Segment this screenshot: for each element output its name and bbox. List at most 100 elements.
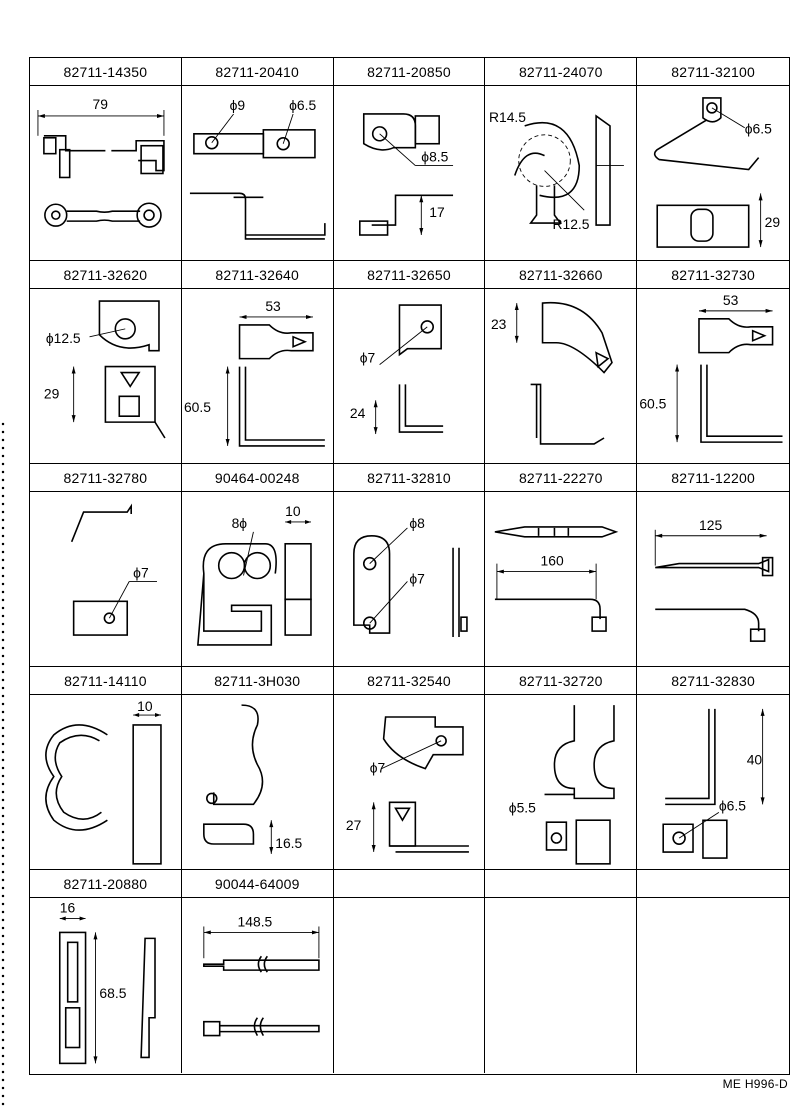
- dimension-label: 24: [349, 405, 365, 421]
- dimension-label: 148.5: [237, 913, 272, 929]
- part-number-cell: 82711-14350: [30, 58, 182, 86]
- clamp-drawing: 79: [37, 96, 165, 228]
- dimension-label: 60.5: [184, 399, 211, 415]
- clamp-drawing: R14.5 R12.5: [489, 109, 625, 232]
- part-drawing-cell: ϕ7 27: [333, 695, 486, 870]
- part-number: 82711-32100: [671, 63, 755, 80]
- part-drawing-cell: 16 68.5: [30, 898, 182, 1073]
- part-number: 82711-32730: [671, 266, 755, 283]
- part-drawing-cell: 125: [637, 492, 789, 667]
- clamp-drawing: ϕ8 ϕ7: [352, 515, 468, 638]
- dimension-label: 16.5: [275, 835, 302, 851]
- dimension-label: 60.5: [640, 395, 667, 411]
- part-number-cell: 82711-32650: [333, 261, 486, 289]
- dimension-label: 53: [265, 298, 281, 314]
- part-number-cell: 82711-32540: [333, 667, 486, 695]
- part-drawing-cell: 148.5: [182, 898, 334, 1073]
- dimension-label: ϕ7: [409, 570, 425, 586]
- part-drawing-cell: [485, 898, 638, 1073]
- part-drawing-cell: ϕ7 24: [333, 289, 486, 464]
- part-number: 82711-12200: [671, 469, 755, 486]
- part-drawing-cell: 16.5: [181, 695, 334, 870]
- part-number-cell: 82711-32730: [637, 261, 789, 289]
- dimension-label: 53: [723, 292, 739, 308]
- clamp-drawing: ϕ8.5 17: [358, 113, 453, 236]
- part-number: 90464-00248: [214, 469, 300, 486]
- dimension-label: ϕ6.5: [289, 97, 316, 113]
- part-drawing-cell: ϕ6.5 29: [637, 86, 789, 261]
- part-number-cell: [637, 870, 789, 898]
- part-drawing-cell: ϕ8 ϕ7: [333, 492, 486, 667]
- dimension-label: ϕ7: [359, 350, 375, 366]
- part-number: 82711-20850: [367, 63, 451, 80]
- dimension-label: ϕ5.5: [509, 799, 536, 815]
- clamp-drawing: 8ϕ 10: [196, 503, 312, 646]
- dimension-label: 160: [541, 553, 564, 569]
- part-drawing-cell: 53 60.5: [637, 289, 789, 464]
- dimension-label: 10: [285, 503, 301, 519]
- part-number: 82711-32540: [367, 672, 451, 689]
- dimension-label: ϕ6.5: [745, 121, 772, 137]
- clamp-drawing: 10: [45, 698, 162, 865]
- dimension-label: 16: [60, 900, 76, 916]
- part-number-cell: 90044-64009: [181, 870, 334, 898]
- clamp-drawing: ϕ12.5 29: [44, 300, 166, 439]
- clamp-drawing: 23: [491, 301, 614, 445]
- dimension-label: ϕ8: [409, 515, 425, 531]
- part-number: 82711-32830: [671, 672, 755, 689]
- part-number: 82711-20410: [215, 63, 300, 80]
- part-drawing-cell: [334, 898, 486, 1073]
- dimension-label: 29: [44, 385, 60, 401]
- part-number-cell: 82711-32640: [181, 261, 334, 289]
- part-number: 82711-20880: [63, 875, 148, 892]
- part-drawing-cell: [637, 898, 789, 1073]
- dimension-label: ϕ7: [369, 760, 385, 776]
- dimension-label: 23: [491, 316, 507, 332]
- part-drawing-cell: 23: [485, 289, 638, 464]
- part-number: 82711-14350: [63, 63, 148, 80]
- dimension-label: 27: [345, 817, 361, 833]
- dimension-label: 40: [747, 752, 763, 768]
- part-drawing-cell: 53 60.5: [181, 289, 334, 464]
- clamp-drawing: 160: [495, 526, 619, 632]
- clamp-drawing: ϕ9 ϕ6.5: [189, 97, 326, 240]
- part-number-cell: 82711-32830: [637, 667, 789, 695]
- part-number: 82711-24070: [518, 63, 603, 80]
- clamp-drawing: 125: [654, 517, 774, 642]
- part-number-cell: 82711-12200: [637, 464, 789, 492]
- clamp-drawing: ϕ7 27: [345, 716, 469, 853]
- part-number: 82711-32660: [518, 266, 603, 283]
- part-drawing-cell: 8ϕ 10: [181, 492, 334, 667]
- dimension-label: R12.5: [553, 216, 590, 232]
- dimension-label: 79: [93, 96, 109, 112]
- part-number-cell: [485, 870, 638, 898]
- part-drawing-cell: 79: [30, 86, 182, 261]
- part-number-cell: 82711-32720: [485, 667, 638, 695]
- part-drawing-cell: 10: [30, 695, 182, 870]
- dimension-label: R14.5: [489, 109, 526, 125]
- part-number-cell: 82711-20410: [181, 58, 334, 86]
- part-number-cell: 82711-3H030: [181, 667, 334, 695]
- part-drawing-cell: ϕ8.5 17: [333, 86, 486, 261]
- dimension-label: ϕ12.5: [46, 330, 81, 346]
- part-number-cell: 82711-20880: [30, 870, 182, 898]
- diagram-code: ME H996-D: [722, 1077, 788, 1091]
- dimension-label: 68.5: [99, 985, 126, 1001]
- clamp-drawing: ϕ6.5 29: [654, 97, 781, 248]
- dimension-label: 10: [137, 698, 153, 714]
- clamp-drawing: ϕ5.5: [509, 705, 616, 865]
- part-drawing-cell: 40 ϕ6.5: [637, 695, 789, 870]
- part-number: 82711-32780: [63, 469, 148, 486]
- clamp-drawing: 148.5: [202, 913, 320, 1037]
- dimension-label: ϕ6.5: [719, 797, 746, 813]
- dimension-label: 29: [765, 214, 781, 230]
- dimension-label: 8ϕ: [231, 515, 247, 531]
- clamp-drawing: 40 ϕ6.5: [662, 708, 765, 859]
- part-number: 82711-32650: [367, 266, 451, 283]
- part-number-cell: 82711-32810: [333, 464, 486, 492]
- clamp-drawing: 53 60.5: [640, 292, 783, 443]
- dimension-label: 125: [699, 517, 722, 533]
- part-number: 82711-32810: [367, 469, 451, 486]
- part-number: 82711-22270: [518, 469, 603, 486]
- part-number: 82711-32620: [63, 266, 148, 283]
